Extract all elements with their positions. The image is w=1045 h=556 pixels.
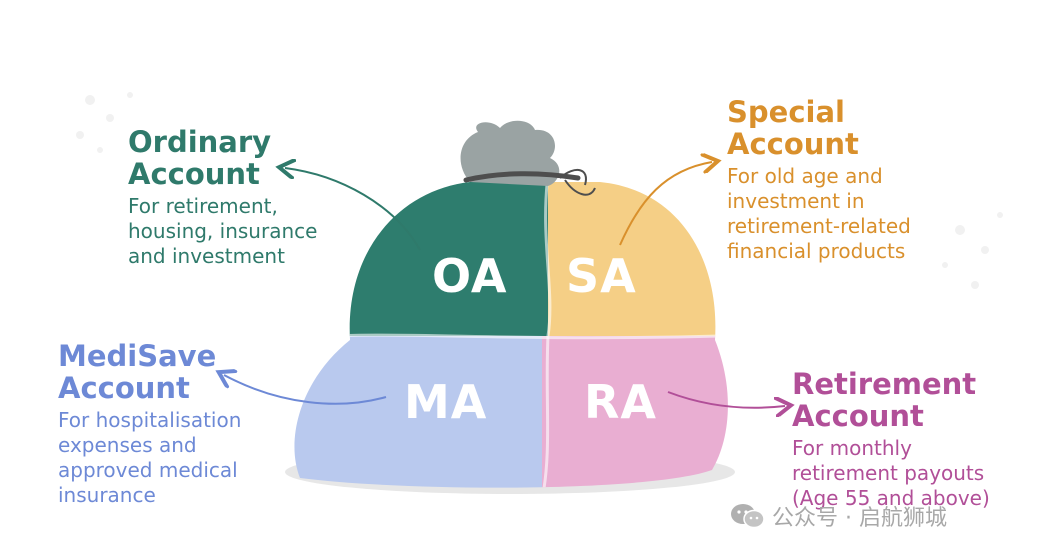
- watermark: 公众号 · 启航狮城: [730, 500, 947, 532]
- segment-label-oa: OA: [432, 249, 507, 303]
- title-oa-line1: Ordinary: [128, 125, 272, 159]
- desc-sa-line3: retirement-related: [727, 214, 911, 238]
- bag-body: [294, 182, 728, 488]
- desc-oa-line2: housing, insurance: [128, 219, 318, 243]
- title-sa-line2: Account: [727, 127, 859, 161]
- bag-tie-icon: [463, 171, 581, 183]
- desc-ma-line3: approved medical: [58, 458, 238, 482]
- arrow-oa: [285, 168, 421, 251]
- arrow-ma: [224, 375, 387, 405]
- title-ma-line2: Account: [58, 371, 190, 405]
- segment-ra: [542, 336, 728, 488]
- desc-sa-line2: investment in: [727, 189, 865, 213]
- desc-ra-line2: retirement payouts: [792, 461, 985, 485]
- desc-sa-line4: financial products: [727, 239, 906, 263]
- title-oa-line2: Account: [128, 157, 260, 191]
- segment-label-ra: RA: [584, 375, 657, 429]
- title-ma-line1: MediSave: [58, 339, 217, 373]
- arrow-ra: [667, 391, 785, 408]
- title-ra-line1: Retirement: [792, 367, 977, 401]
- desc-ma-line1: For hospitalisation: [58, 408, 242, 432]
- desc-ra-line3: (Age 55 and above): [792, 486, 990, 510]
- desc-oa-line3: and investment: [128, 244, 285, 268]
- dot-texture: [76, 92, 1003, 289]
- wechat-icon: [731, 504, 765, 529]
- desc-oa-line1: For retirement,: [128, 194, 278, 218]
- bag-knot-icon: [460, 120, 560, 186]
- watermark-text: 公众号 · 启航狮城: [772, 506, 947, 531]
- segment-ma: [294, 336, 542, 488]
- segment-oa: [294, 182, 548, 336]
- segment-label-ma: MA: [404, 375, 487, 429]
- desc-ma-line4: insurance: [58, 483, 156, 507]
- title-sa-line1: Special: [727, 95, 845, 129]
- desc-ra-line1: For monthly: [792, 436, 912, 460]
- segment-label-sa: SA: [566, 249, 637, 303]
- desc-ma-line2: expenses and: [58, 433, 197, 457]
- title-ra-line2: Account: [792, 399, 924, 433]
- arrow-sa: [619, 162, 712, 246]
- desc-sa-line1: For old age and: [727, 164, 883, 188]
